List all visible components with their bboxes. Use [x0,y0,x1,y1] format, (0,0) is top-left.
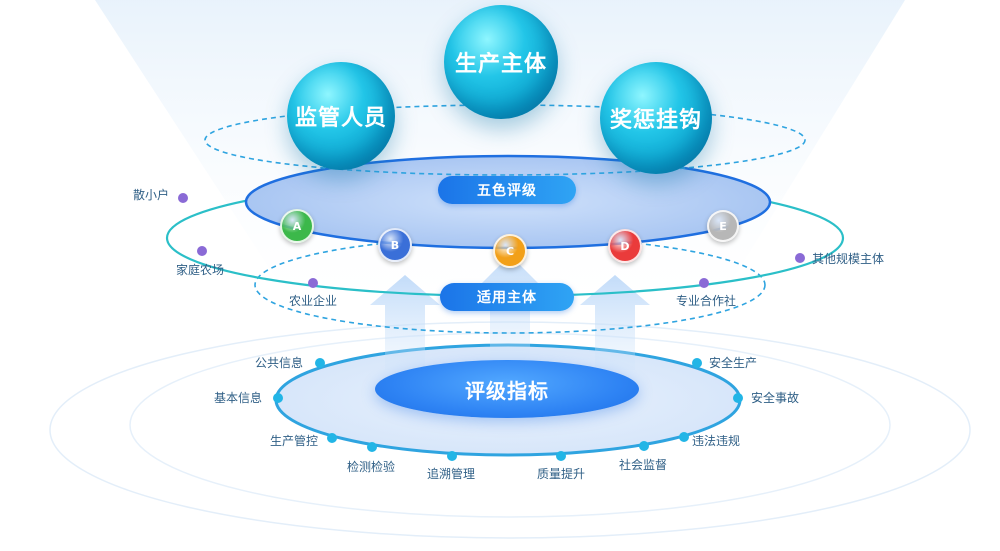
dot-subject-1 [178,193,188,203]
subject-label-1: 散小户 [133,188,170,202]
grade-c-badge: C [493,234,527,268]
subject-label-5: 其他规模主体 [812,252,885,266]
sphere-supervisors-label: 监管人员 [294,106,387,131]
grade-b-badge: B [378,228,412,262]
indicator-label-safety-accident: 安全事故 [751,391,800,405]
applicable-subjects-pill: 适用主体 [440,283,574,311]
dot-ind-2 [273,393,283,403]
sphere-rewards: 奖惩挂钩 [600,62,712,174]
indicator-label-quality-improvement: 质量提升 [537,467,586,481]
sphere-supervisors: 监管人员 [287,62,395,170]
dot-ind-6 [556,451,566,461]
indicator-label-inspection: 检测检验 [347,460,396,474]
grade-d-letter: D [620,239,630,253]
subject-label-2: 家庭农场 [176,263,225,277]
subject-label-4: 专业合作社 [676,294,737,308]
indicator-label-safe-production: 安全生产 [709,356,758,370]
dot-ind-3 [327,433,337,443]
dot-ind-4 [367,442,377,452]
grade-c-letter: C [505,244,515,258]
subject-label-3: 农业企业 [289,294,338,308]
indicator-label-production-control: 生产管控 [270,434,319,448]
indicator-label-violations: 违法违规 [692,434,741,448]
dot-ind-9 [733,393,743,403]
up-arrow-left [370,275,440,370]
indicator-label-public-info: 公共信息 [255,356,304,370]
grade-b-letter: B [390,238,400,252]
subject-dashed-ring [254,236,766,334]
sphere-rewards-label: 奖惩挂钩 [609,108,702,133]
five-color-rating-pill: 五色评级 [438,176,576,204]
dot-ind-1 [315,358,325,368]
indicator-label-social-supervision: 社会监督 [619,458,668,472]
grade-e-letter: E [719,219,727,233]
indicator-label-basic-info: 基本信息 [214,391,263,405]
grade-a-badge: A [280,209,314,243]
sphere-producers-label: 生产主体 [454,52,547,77]
dot-ind-8 [692,358,702,368]
dot-subject-5 [795,253,805,263]
dot-ind-5 [447,451,457,461]
dot-ind-10 [679,432,689,442]
dot-ind-7 [639,441,649,451]
indicator-label-traceability: 追溯管理 [427,467,476,481]
grade-e-badge: E [707,210,739,242]
rating-indicators-core: 评级指标 [375,360,639,418]
grade-d-badge: D [608,229,642,263]
grade-a-letter: A [292,219,302,233]
dot-subject-3 [308,278,318,288]
dot-subject-4 [699,278,709,288]
dot-subject-2 [197,246,207,256]
sphere-producers: 生产主体 [444,5,558,119]
up-arrow-right [580,275,650,370]
